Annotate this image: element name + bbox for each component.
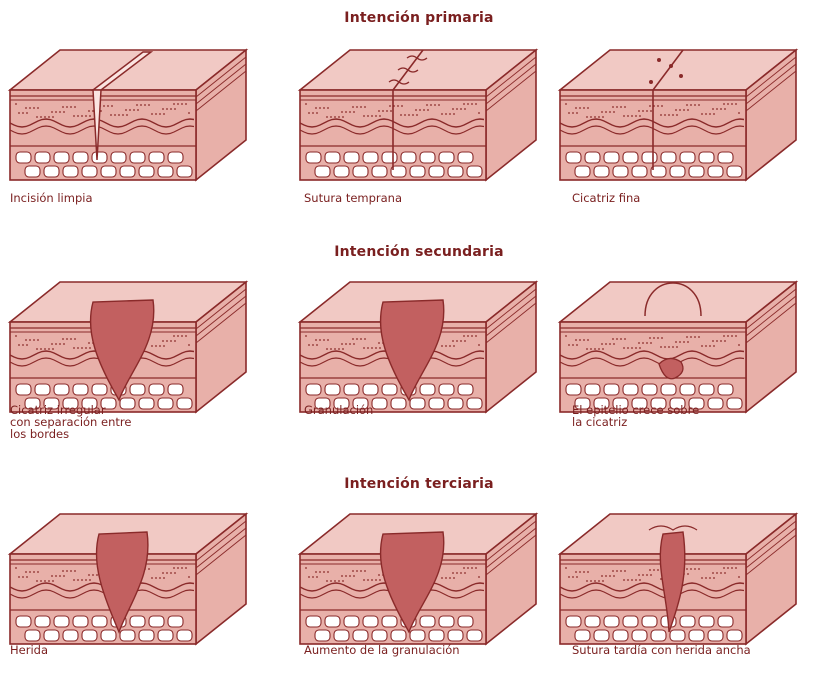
skin-block-illustration (6, 494, 268, 654)
skin-block-illustration (296, 30, 558, 190)
stitch-mark (657, 58, 661, 62)
section-title-tertiary: Intención terciaria (0, 476, 838, 492)
caption-increased-granulation: Aumento de la granulación (304, 644, 460, 656)
skin-block-illustration (556, 494, 818, 654)
skin-block-illustration (6, 30, 268, 190)
panel-granulation (296, 262, 558, 452)
caption-irregular-scar: Cicatriz irregular con separación entre … (10, 404, 131, 440)
stitch-mark (669, 64, 673, 68)
skin-block-illustration (556, 30, 818, 190)
caption-fine-scar: Cicatriz fina (572, 192, 640, 204)
section-title-primary: Intención primaria (0, 10, 838, 26)
section-title-secondary: Intención secundaria (0, 244, 838, 260)
skin-block-illustration (6, 262, 268, 422)
skin-block-illustration (296, 494, 558, 654)
caption-wound: Herida (10, 644, 48, 656)
stitch-mark (679, 74, 683, 78)
stitch-mark (649, 80, 653, 84)
caption-epithelium-growth: El epitelio crece sobre la cicatriz (572, 404, 699, 428)
skin-block-illustration (556, 262, 818, 422)
skin-block-illustration (296, 262, 558, 422)
caption-early-suture: Sutura temprana (304, 192, 402, 204)
caption-granulation: Granulación (304, 404, 373, 416)
caption-delayed-suture: Sutura tardía con herida ancha (572, 644, 751, 656)
caption-clean-incision: Incisión limpia (10, 192, 93, 204)
